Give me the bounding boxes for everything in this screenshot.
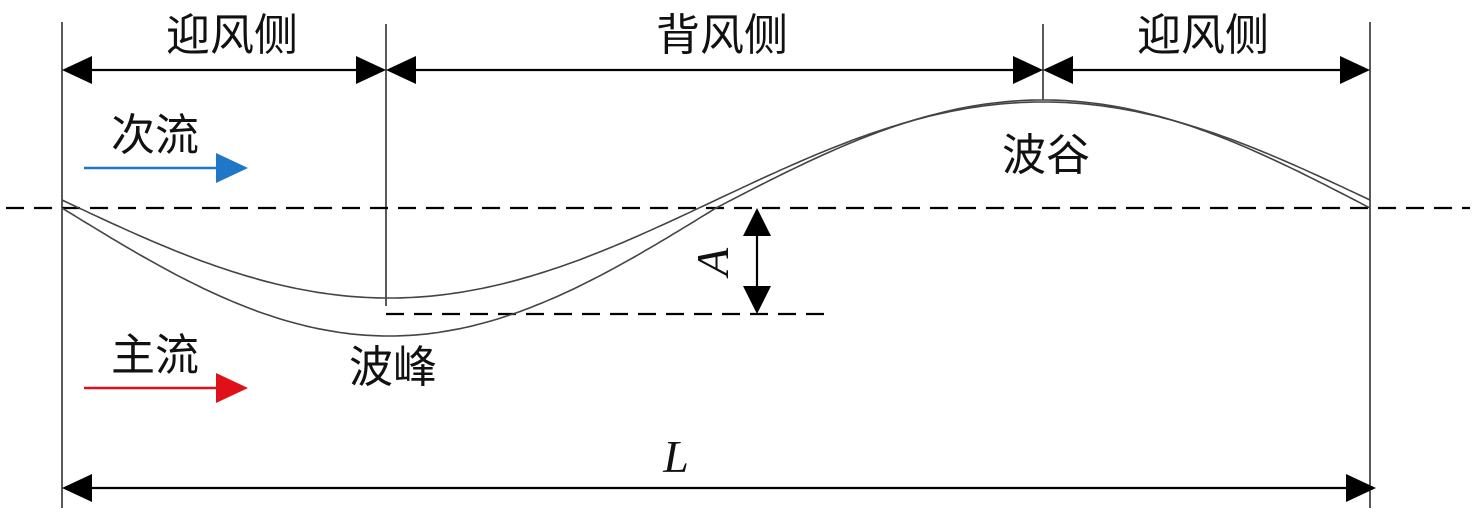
main-flow-label: 主流 [111,330,199,381]
main-flow-arrow [84,373,248,403]
wave-lower-wall [61,99,1371,337]
leeward-dimension [386,56,1043,84]
wavelength-dimension [62,474,1376,502]
amplitude-dimension [743,208,771,314]
windward-left-dimension [62,56,386,84]
windward-right-label: 迎风侧 [1137,10,1269,61]
amplitude-label: A [687,247,738,279]
secondary-flow-arrow [84,153,248,183]
wavelength-label: L [662,431,689,482]
crest-label: 波峰 [349,342,437,393]
windward-right-dimension [1043,56,1370,84]
leeward-label: 背风侧 [656,10,788,61]
trough-label: 波谷 [1002,130,1090,181]
secondary-flow-label: 次流 [111,110,199,161]
windward-left-label: 迎风侧 [166,10,298,61]
